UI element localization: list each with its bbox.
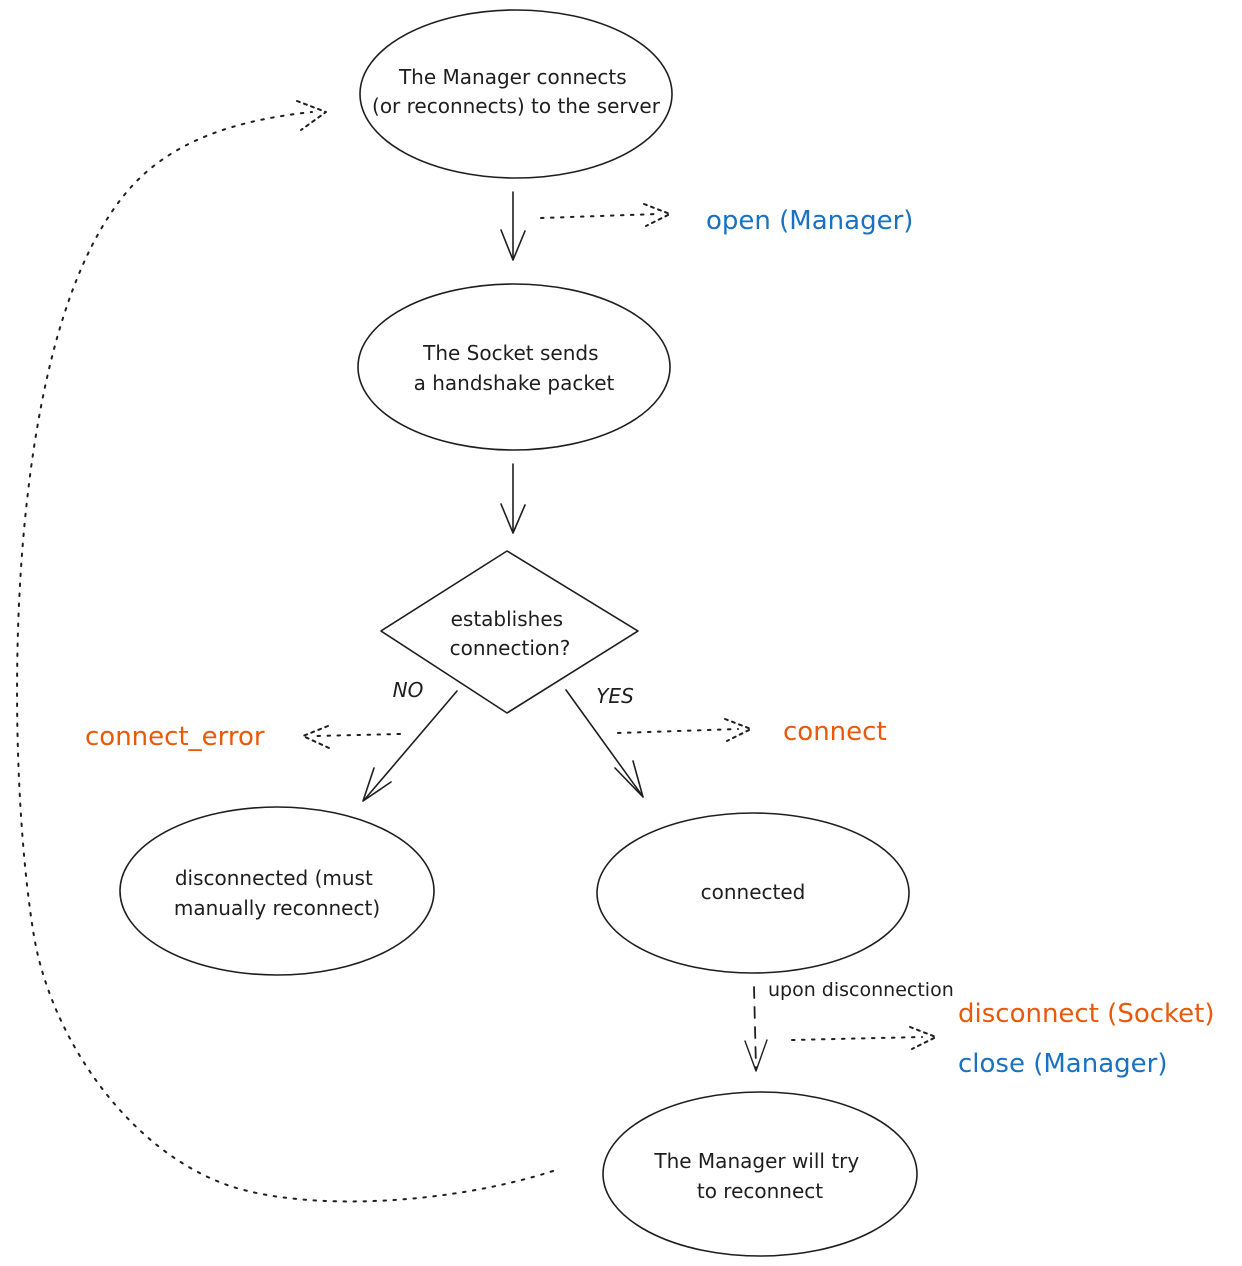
node-establishes-connection: establishes connection? bbox=[380, 550, 639, 714]
node-connected: connected bbox=[596, 812, 910, 974]
arrowhead-left-icon bbox=[302, 725, 330, 749]
arrow-connected-to-reconnect: upon disconnection bbox=[744, 979, 954, 1072]
arrow-manager-to-handshake bbox=[500, 191, 526, 261]
node-socket-handshake: The Socket sends a handshake packet bbox=[357, 283, 671, 451]
event-arrow-disconnect-close: disconnect (Socket) close (Manager) bbox=[791, 999, 1215, 1079]
event-arrow-open: open (Manager) bbox=[540, 203, 913, 236]
node-connected-label: connected bbox=[701, 880, 806, 904]
event-label-disconnect-socket: disconnect (Socket) bbox=[958, 999, 1215, 1029]
node-manager-connects: The Manager connects (or reconnects) to … bbox=[359, 9, 673, 179]
arrowhead-downright-icon bbox=[614, 760, 644, 798]
dotted-arrow-shaft bbox=[314, 733, 401, 737]
arrow-decision-to-disconnected bbox=[362, 690, 458, 802]
ellipse-connected bbox=[596, 812, 910, 974]
node-disconnected: disconnected (must manually reconnect) bbox=[119, 806, 435, 976]
branch-label-no: NO bbox=[393, 678, 424, 702]
branch-label-yes: YES bbox=[596, 684, 634, 708]
ellipse-disconnected bbox=[119, 806, 435, 976]
dotted-loop-shaft bbox=[16, 111, 554, 1203]
arrowhead-downleft-icon bbox=[362, 767, 392, 802]
node-establishes-connection-label: establishes connection? bbox=[450, 607, 571, 660]
dotted-arrow-shaft bbox=[791, 1036, 923, 1041]
dotted-arrow-shaft bbox=[617, 728, 739, 734]
arrow-shaft bbox=[364, 690, 458, 800]
ellipse-socket-handshake bbox=[357, 283, 671, 451]
arrow-shaft bbox=[565, 689, 642, 795]
arrowhead-down-icon bbox=[500, 503, 526, 534]
node-manager-reconnect-label: The Manager will try to reconnect bbox=[653, 1149, 865, 1203]
node-manager-reconnect: The Manager will try to reconnect bbox=[602, 1091, 918, 1257]
ellipse-manager-connects bbox=[359, 9, 673, 179]
arrowhead-down-icon bbox=[500, 229, 526, 261]
event-label-connect-error: connect_error bbox=[85, 722, 265, 752]
node-socket-handshake-label: The Socket sends a handshake packet bbox=[414, 341, 615, 395]
arrowhead-upright-icon bbox=[296, 100, 327, 131]
node-manager-connects-label: The Manager connects (or reconnects) to … bbox=[372, 65, 661, 118]
edge-label-upon-disconnection: upon disconnection bbox=[768, 979, 954, 1001]
event-label-connect: connect bbox=[783, 717, 887, 747]
node-disconnected-label: disconnected (must manually reconnect) bbox=[174, 866, 380, 920]
event-label-close-manager: close (Manager) bbox=[958, 1049, 1168, 1079]
arrowhead-right-icon bbox=[724, 718, 752, 742]
event-label-open-manager: open (Manager) bbox=[706, 206, 913, 236]
loop-reconnect-to-manager bbox=[16, 100, 554, 1203]
ellipse-manager-reconnect bbox=[602, 1091, 918, 1257]
dotted-arrow-shaft bbox=[540, 213, 659, 219]
diamond-establishes-connection bbox=[380, 550, 639, 714]
arrowhead-right-icon bbox=[643, 203, 671, 227]
arrowhead-down-icon bbox=[744, 1039, 768, 1072]
event-arrow-connect-error: connect_error bbox=[85, 722, 401, 752]
dashed-arrow-shaft bbox=[753, 986, 757, 1069]
arrow-decision-to-connected bbox=[565, 689, 644, 798]
arrow-handshake-to-decision bbox=[500, 463, 526, 534]
arrowhead-right-icon bbox=[909, 1026, 937, 1050]
event-arrow-connect: connect bbox=[617, 717, 887, 747]
